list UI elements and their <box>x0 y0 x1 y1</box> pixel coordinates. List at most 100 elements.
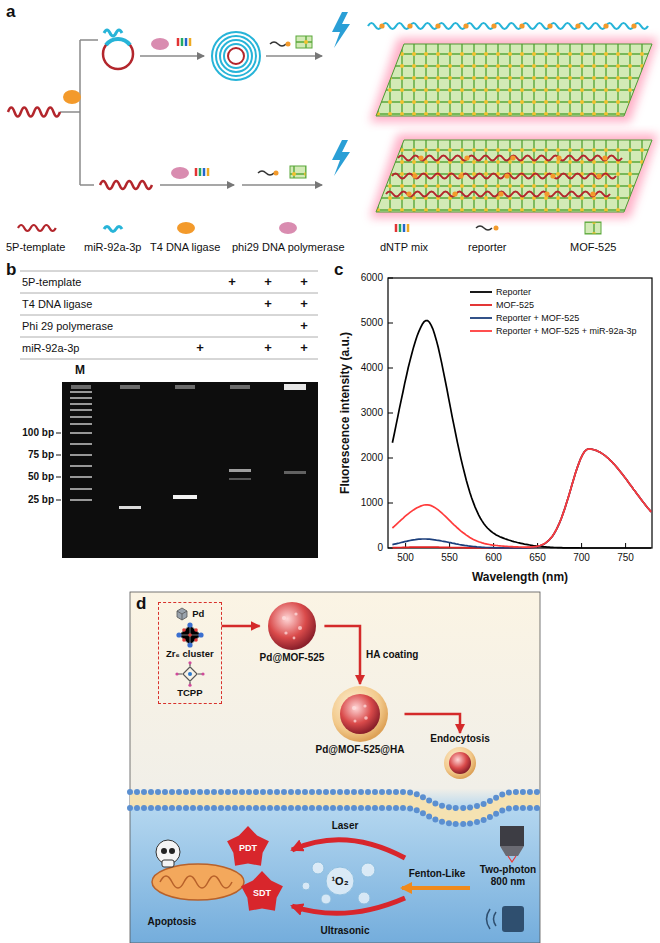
laser-arrow <box>292 840 405 858</box>
node-text: Pd@MOF-525@HA <box>316 744 405 756</box>
panel-d-art <box>130 592 540 943</box>
component-icon <box>175 661 205 687</box>
connector <box>222 625 260 628</box>
mof-sheet <box>376 140 652 212</box>
legend-text: phi29 DNA polymerase <box>232 241 345 254</box>
ultrasound-transducer <box>487 906 525 932</box>
size-marker: 100 bp <box>22 427 54 439</box>
nanoparticle: Endocytosis <box>430 733 489 781</box>
fenton-arrow <box>402 886 470 890</box>
row-label: miR-92a-3p <box>22 342 79 355</box>
axis-tick: 500 <box>397 552 414 564</box>
plus-sign: + <box>300 319 308 334</box>
size-marker: 75 bp <box>28 449 54 461</box>
axis-tick: 3000 <box>361 407 383 419</box>
plus-sign: + <box>300 297 308 312</box>
annotation: Ultrasonic <box>321 925 370 937</box>
component-icon <box>173 622 207 648</box>
panel-letter: a <box>6 2 15 22</box>
row-label: 5P-template <box>22 276 81 289</box>
connector <box>405 714 461 733</box>
sdt-star <box>241 871 283 911</box>
two-photon-objective <box>500 826 524 862</box>
nanoparticle: Pd@MOF-525 <box>260 600 325 664</box>
annotation: SDT <box>253 888 271 898</box>
nanoparticle: Pd@MOF-525@HA <box>316 684 405 756</box>
row-label: Phi 29 polymerase <box>22 320 113 333</box>
legend-text: Reporter <box>496 287 531 297</box>
legend-text: 5P-template <box>6 241 65 254</box>
pdt-star <box>227 826 269 866</box>
axis-tick: 700 <box>573 552 590 564</box>
panel-letter: d <box>136 594 146 614</box>
plus-sign: + <box>300 275 308 290</box>
circular-template <box>103 39 133 69</box>
plus-sign: + <box>264 275 272 290</box>
node-text: Zr₆ cluster <box>166 649 214 660</box>
annotation: Laser <box>332 820 359 832</box>
legend-text: MOF-525 <box>570 241 616 254</box>
cell-membrane <box>130 792 540 824</box>
connector <box>324 626 360 684</box>
plus-sign: + <box>300 341 308 356</box>
axis-tick: 4000 <box>361 362 383 374</box>
component-box: PdZr₆ clusterTCPP <box>158 602 222 704</box>
dna-strands <box>8 23 648 232</box>
row-label: T4 DNA ligase <box>22 298 92 311</box>
annotation: Apoptosis <box>148 916 197 928</box>
legend-text: reporter <box>468 241 507 254</box>
spectrum-curve <box>392 449 651 547</box>
singlet-oxygen-bubbles <box>302 862 375 904</box>
legend-text: T4 DNA ligase <box>150 241 220 254</box>
legend-line <box>470 317 492 319</box>
panel-a-art <box>8 12 658 234</box>
ligase-blob <box>63 90 81 104</box>
rca-product <box>212 32 260 80</box>
panel-letter: b <box>6 260 16 280</box>
legend-icons <box>177 222 601 234</box>
spectrum-curve <box>392 321 651 549</box>
ultrasound-arrow <box>292 898 405 913</box>
node-text: Pd@MOF-525 <box>260 652 325 664</box>
annotation: ¹O₂ <box>331 875 348 888</box>
spectrum-chart <box>388 278 652 548</box>
axis-title: Wavelength (nm) <box>472 571 568 585</box>
light-bolt <box>332 12 350 48</box>
axis-tick: 2000 <box>361 452 383 464</box>
edge-label: HA coating <box>366 649 418 661</box>
node-text: Endocytosis <box>430 733 489 745</box>
legend-text: dNTP mix <box>380 241 428 254</box>
axis-tick: 600 <box>485 552 502 564</box>
component-icon <box>330 684 390 744</box>
legend-line <box>470 291 492 293</box>
legend-line <box>470 330 492 332</box>
axis-tick: 650 <box>529 552 546 564</box>
annotation: PDT <box>239 843 257 853</box>
size-marker: 25 bp <box>28 494 54 506</box>
axis-tick: 750 <box>617 552 634 564</box>
mitochondrion <box>152 864 244 900</box>
axis-tick: 6000 <box>361 272 383 284</box>
axis-title: Fluorescence intensity (a.u.) <box>339 332 353 494</box>
legend-text: Reporter + MOF-525 + miR-92a-3p <box>496 326 637 336</box>
gel-image <box>62 382 318 558</box>
plus-sign: + <box>228 275 236 290</box>
component-icon <box>266 600 318 652</box>
spectrum-curve <box>392 449 651 548</box>
legend-text: miR-92a-3p <box>84 241 141 254</box>
annotation: Fenton-Like <box>409 868 466 880</box>
node-text: Pd <box>192 609 204 620</box>
component-icon <box>442 745 478 781</box>
lane-label: M <box>75 364 85 378</box>
component-icon <box>175 607 189 621</box>
panel-b-art <box>20 271 318 558</box>
legend-text: Reporter + MOF-525 <box>496 313 579 323</box>
plus-sign: + <box>264 341 272 356</box>
annotation: Two-photon 800 nm <box>476 864 540 887</box>
legend-text: MOF-525 <box>496 300 534 310</box>
axis-tick: 1000 <box>361 497 383 509</box>
plus-sign: + <box>196 341 204 356</box>
mof-sheet <box>376 44 652 116</box>
axis-tick: 0 <box>377 542 383 554</box>
